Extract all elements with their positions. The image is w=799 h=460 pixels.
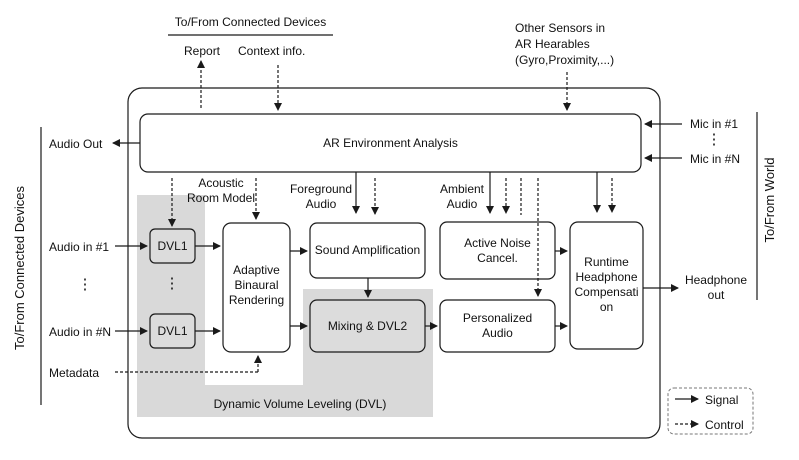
hp-comp-line4: on	[599, 300, 614, 314]
binaural-line2: Binaural	[234, 278, 279, 292]
ambient-line2: Audio	[446, 197, 478, 211]
other-sensors-line1: Other Sensors in	[515, 21, 606, 35]
legend-control-label: Control	[705, 418, 744, 432]
anc-label: Active Noise Cancel.	[440, 236, 555, 266]
dvl-region-label: Dynamic Volume Leveling (DVL)	[213, 397, 387, 411]
headphone-out-line2: out	[707, 288, 725, 302]
report-label: Report	[184, 44, 221, 58]
ambient-line1: Ambient	[439, 182, 485, 196]
foreground-line2: Audio	[305, 197, 337, 211]
mic-in-n-label: Mic in #N	[690, 152, 741, 166]
hp-comp-label: Runtime Headphone Compensati on	[570, 255, 643, 315]
hp-comp-line2: Headphone	[575, 270, 638, 284]
audio-in-n-label: Audio in #N	[49, 325, 112, 339]
hp-comp-line3: Compensati	[574, 285, 639, 299]
dvl-region	[137, 195, 433, 417]
headphone-out-line1: Headphone	[684, 273, 748, 287]
audio-out-label: Audio Out	[49, 137, 103, 151]
ar-analysis-label: AR Environment Analysis	[323, 135, 458, 150]
binaural-label: Adaptive Binaural Rendering	[223, 263, 290, 308]
mixing-label: Mixing & DVL2	[327, 318, 408, 333]
binaural-line3: Rendering	[228, 293, 285, 307]
top-header: To/From Connected Devices	[174, 15, 327, 29]
legend-box	[667, 387, 754, 435]
context-label: Context info.	[238, 44, 306, 58]
acoustic-line1: Acoustic	[198, 176, 244, 190]
other-sensors-line2: AR Hearables	[515, 37, 590, 51]
audio-in-1-label: Audio in #1	[49, 240, 110, 254]
foreground-line1: Foreground	[289, 182, 353, 196]
personalized-line2: Audio	[482, 326, 513, 340]
anc-line1: Active Noise	[464, 236, 531, 250]
hp-comp-line1: Runtime	[584, 255, 629, 269]
mic-ellipsis: ⋮	[706, 131, 722, 148]
acoustic-line2: Room Model	[186, 191, 256, 205]
left-vertical-label: To/From Connected Devices	[12, 185, 27, 350]
right-vertical-label: To/From World	[762, 157, 777, 243]
binaural-block	[222, 222, 291, 353]
dvl-ellipsis: ⋮	[164, 275, 180, 292]
dvl1-bottom-label: DVL1	[157, 323, 188, 338]
personalized-label: Personalized Audio	[440, 311, 555, 341]
system-frame	[127, 87, 661, 439]
anc-line2: Cancel.	[477, 251, 518, 265]
binaural-line1: Adaptive	[233, 263, 280, 277]
dvl1-top-label: DVL1	[157, 238, 188, 253]
hp-comp-block	[569, 221, 644, 350]
legend-signal-label: Signal	[705, 393, 739, 407]
sound-amp-label: Sound Amplification	[314, 243, 421, 257]
audio-in-ellipsis: ⋮	[77, 276, 93, 293]
metadata-label: Metadata	[49, 366, 100, 380]
other-sensors-line3: (Gyro,Proximity,...)	[515, 53, 615, 67]
mic-in-1-label: Mic in #1	[690, 117, 739, 131]
personalized-line1: Personalized	[462, 311, 533, 325]
